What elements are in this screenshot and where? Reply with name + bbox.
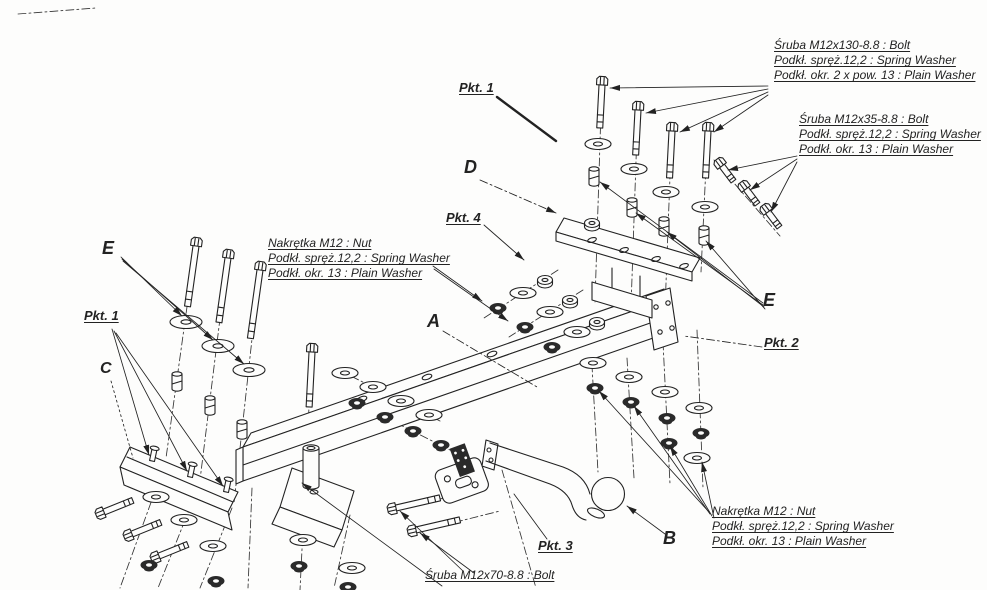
callout-line: Śruba M12x70-8.8 : Bolt [425,568,555,582]
part-label-e-right: E [763,290,776,310]
ball-coupling [481,439,626,521]
callout-line: Nakrętka M12 : Nut [268,236,372,250]
point-label-pkt2: Pkt. 2 [764,335,799,350]
callout-nut-bottom: Nakrętka M12 : Nut Podkł. spręż.12,2 : S… [712,504,894,549]
part-label-a: A [427,311,440,331]
callout-bolt-m12x130: Śruba M12x130-8.8 : Bolt Podkł. spręż.12… [774,38,975,83]
bolt-set-m12x35 [711,155,783,230]
callout-line: Podkł. spręż.12,2 : Spring Washer [774,53,956,67]
callout-bolt-m12x70: Śruba M12x70-8.8 : Bolt [425,568,554,583]
callout-line: Śruba M12x35-8.8 : Bolt [799,112,929,126]
callout-bolt-m12x35: Śruba M12x35-8.8 : Bolt Podkł. spręż.12,… [799,112,981,157]
callout-line: Podkł. okr. 13 : Plain Washer [799,142,954,156]
bolt-set-left [169,236,268,440]
point-label-pkt3: Pkt. 3 [538,538,573,553]
fasteners-bottom-left [93,490,366,590]
callout-nut-mid: Nakrętka M12 : Nut Podkł. spręż.12,2 : S… [268,236,450,281]
leader-lines [110,84,798,587]
point-label-pkt1-top: Pkt. 1 [459,80,494,95]
bolt-set-m12x130 [583,75,719,246]
socket-pins [449,443,475,477]
bolt-set-m12x70 [385,494,462,538]
beam-end-plate [645,287,679,351]
point-label-pkt4: Pkt. 4 [446,210,481,225]
callout-line: Podkł. okr. 13 : Plain Washer [268,266,423,280]
callout-line: Podkł. spręż.12,2 : Spring Washer [799,127,981,141]
callout-line: Podkł. spręż.12,2 : Spring Washer [712,519,894,533]
bolt-middle [289,342,320,574]
callout-line: Podkł. okr. 13 : Plain Washer [712,534,867,548]
part-label-e-left: E [102,238,115,258]
beam-support-bracket [271,467,355,548]
socket-plate [434,443,489,504]
nut-cluster-right [579,356,713,465]
part-label-b: B [663,528,676,548]
part-label-d: D [464,157,477,177]
callout-line: Podkł. okr. 2 x pow. 13 : Plain Washer [774,68,976,82]
callout-line: Podkł. spręż.12,2 : Spring Washer [268,251,450,265]
callout-line: Nakrętka M12 : Nut [712,504,816,518]
side-channel-bracket [119,444,239,531]
part-label-c: C [100,360,112,377]
callout-line: Śruba M12x130-8.8 : Bolt [774,38,911,52]
point-label-pkt1-left: Pkt. 1 [84,308,119,323]
